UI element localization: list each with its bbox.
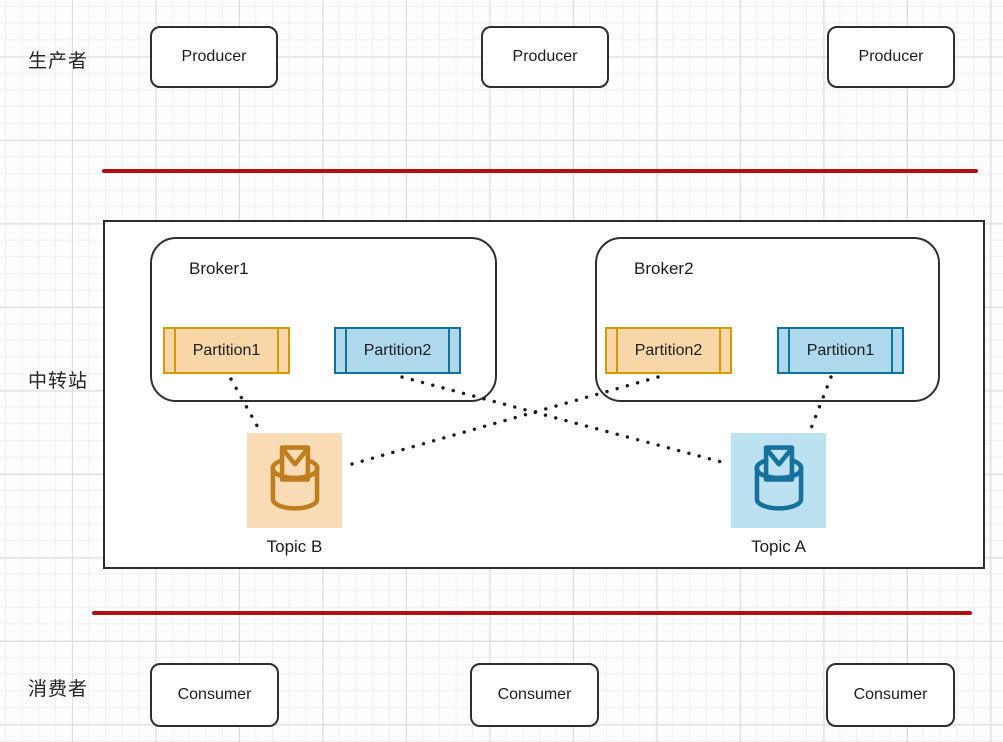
producer-node-2: Producer [481,26,609,88]
consumer-node-3: Consumer [826,663,955,727]
separator-line-bottom [92,611,972,615]
topic-b-node [247,433,342,528]
message-queue-icon [754,444,803,511]
broker1-partition1: Partition1 [163,327,290,374]
topic-a-label: Topic A [751,537,806,556]
broker2-partition2: Partition2 [605,327,732,374]
broker2-partition1: Partition1 [777,327,904,374]
broker1-partition2: Partition2 [334,327,461,374]
broker2-label: Broker2 [634,259,694,278]
topic-b-label: Topic B [266,537,323,556]
broker1-node: Broker1 [150,237,497,402]
broker1-label: Broker1 [189,259,249,278]
row-label-brokers: 中转站 [28,371,89,392]
producer-node-1: Producer [150,26,278,88]
separator-line-top [102,169,978,173]
broker2-node: Broker2 [595,237,940,402]
consumer-node-1: Consumer [150,663,279,727]
topic-a-node [731,433,826,528]
message-queue-icon [270,444,319,511]
row-label-producers: 生产者 [28,51,89,72]
producer-node-3: Producer [827,26,955,88]
row-label-consumers: 消费者 [28,679,89,700]
consumer-node-2: Consumer [470,663,599,727]
